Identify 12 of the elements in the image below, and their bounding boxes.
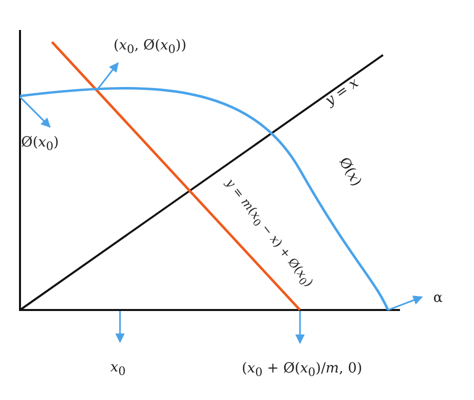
line-label: y = x	[323, 76, 361, 108]
point-label: α	[433, 291, 443, 305]
point-label: Ø(x$_{0}$)	[21, 135, 59, 153]
leader-arrow	[19, 96, 51, 128]
point-label: (x$_{0}$ + Ø(x$_{0}$)/m, 0)	[242, 361, 362, 379]
leader-arrow	[295, 311, 305, 344]
leader-arrow	[388, 296, 423, 311]
curve-label: Ø(x)	[336, 155, 364, 189]
point-label: x$_{0}$	[110, 360, 126, 378]
leader-arrow	[115, 311, 125, 343]
leader-arrow	[96, 62, 119, 90]
point-label: (x$_{0}$, Ø(x$_{0}$))	[114, 38, 186, 56]
